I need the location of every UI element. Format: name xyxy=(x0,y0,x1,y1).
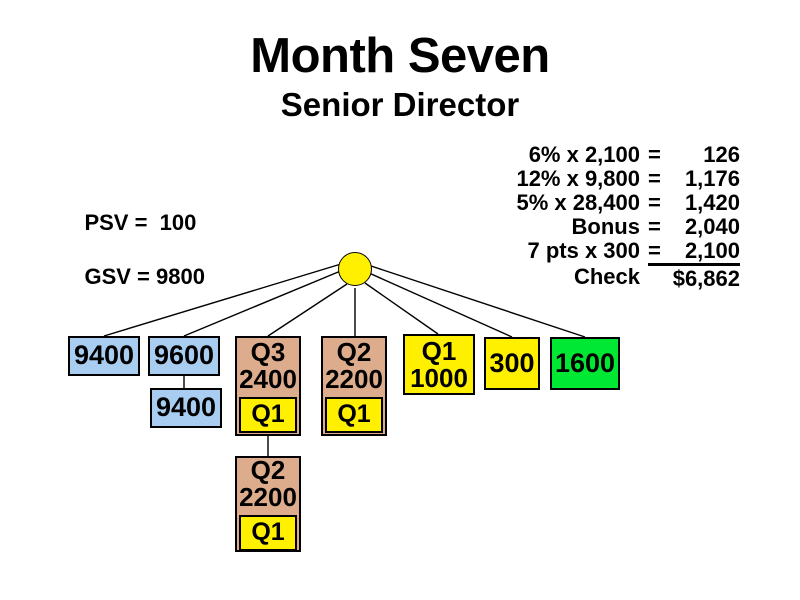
gsv-line: GSV = 9800 xyxy=(84,264,205,289)
calc-total-row: Check $6,862 xyxy=(516,265,740,293)
calc-equals: = xyxy=(648,214,661,239)
volume-summary: PSV = 100 GSV = 9800 xyxy=(60,182,205,317)
node-quarter: Q2 xyxy=(250,455,286,486)
node-9400-child[interactable]: 9400 xyxy=(150,388,222,428)
calc-value: 2,100 xyxy=(666,240,740,266)
node-chip-q1: Q1 xyxy=(239,514,297,551)
calc-value: 126 xyxy=(703,142,740,167)
calc-equals: = xyxy=(648,190,661,215)
calc-row: 12% x 9,800 = 1,176 xyxy=(516,168,740,192)
calc-label: 12% x 9,800 xyxy=(516,166,640,191)
calc-equals: = xyxy=(648,142,661,167)
node-chip-q1: Q1 xyxy=(239,396,297,433)
node-amount: 2200 xyxy=(239,482,297,512)
calc-label: 5% x 28,400 xyxy=(516,190,640,215)
calc-value: 2,040 xyxy=(684,214,740,239)
calc-total-value: $6,862 xyxy=(672,266,740,291)
calc-total-label: Check xyxy=(573,264,640,290)
node-9400-left[interactable]: 9400 xyxy=(68,336,140,376)
calc-row: 5% x 28,400 = 1,420 xyxy=(516,192,740,216)
link-hub-to-n7 xyxy=(368,272,513,338)
node-q3-2400[interactable]: Q3 2400 Q1 xyxy=(235,336,301,436)
node-value: 9400 xyxy=(155,392,217,423)
calc-row: 7 pts x 300 = 2,100 xyxy=(516,238,740,266)
calc-value: 1,176 xyxy=(684,166,740,191)
link-hub-to-n6 xyxy=(364,282,439,335)
node-amount: 2200 xyxy=(325,364,383,394)
node-amount: 2400 xyxy=(239,364,297,394)
node-q1-1000[interactable]: Q1 1000 xyxy=(403,334,475,395)
calc-label: 7 pts x 300 xyxy=(527,238,640,264)
node-value: 300 xyxy=(489,347,535,378)
node-300[interactable]: 300 xyxy=(484,337,540,390)
calc-equals: = xyxy=(648,166,661,191)
page-title: Month Seven xyxy=(250,29,550,83)
node-quarter: Q3 xyxy=(250,337,286,368)
node-1600[interactable]: 1600 xyxy=(550,337,620,390)
calc-value: 1,420 xyxy=(684,190,740,215)
tree-root-hub[interactable] xyxy=(338,252,372,286)
node-chip-q1: Q1 xyxy=(325,396,383,433)
node-quarter: Q2 xyxy=(336,337,372,368)
calc-equals: = xyxy=(648,240,666,266)
psv-line: PSV = 100 xyxy=(84,210,197,235)
calc-label: Bonus xyxy=(571,214,640,239)
link-hub-to-n4 xyxy=(267,283,348,337)
node-value: 9400 xyxy=(73,340,135,371)
node-q2-2200-child[interactable]: Q2 2200 Q1 xyxy=(235,456,301,552)
calc-row: 6% x 2,100 = 126 xyxy=(516,144,740,168)
node-9600[interactable]: 9600 xyxy=(148,336,220,376)
node-amount: 1000 xyxy=(410,362,468,393)
calc-label: 6% x 2,100 xyxy=(528,142,640,167)
node-quarter: Q1 xyxy=(421,335,457,366)
calc-total-equals xyxy=(648,265,666,293)
link-hub-to-n2 xyxy=(183,269,344,337)
page-subtitle: Senior Director xyxy=(280,86,520,123)
node-value: 1600 xyxy=(554,347,616,378)
node-q2-2200[interactable]: Q2 2200 Q1 xyxy=(321,336,387,436)
node-value: 9600 xyxy=(153,340,215,371)
calc-row: Bonus = 2,040 xyxy=(516,216,740,240)
commission-calculation: 6% x 2,100 = 126 12% x 9,800 = 1,176 5% … xyxy=(516,144,740,292)
